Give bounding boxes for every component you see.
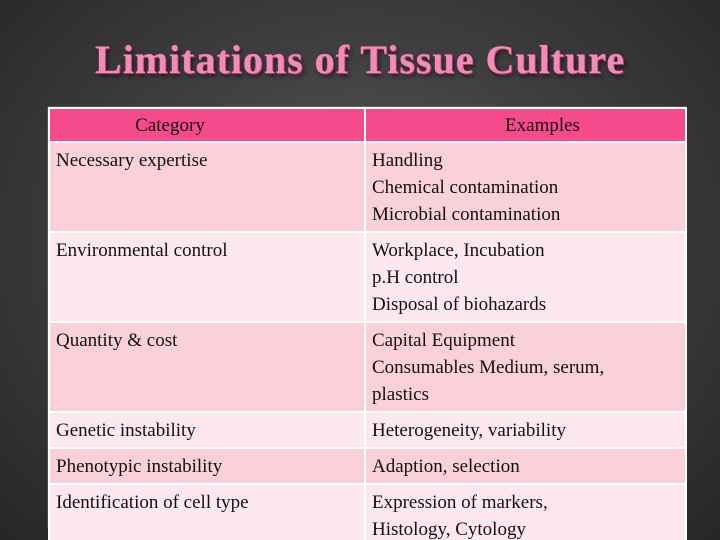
example-line: Consumables Medium, serum,: [372, 357, 605, 378]
examples-cell: Heterogeneity, variability: [364, 411, 687, 449]
category-cell: Quantity & cost: [48, 321, 366, 413]
table-row: Genetic instability Heterogeneity, varia…: [48, 411, 687, 449]
example-line: p.H control: [372, 267, 459, 288]
category-cell: Necessary expertise: [48, 141, 366, 233]
example-line: Disposal of biohazards: [372, 294, 547, 315]
table-row: Quantity & cost Capital Equipment Consum…: [48, 321, 687, 413]
header-category: Category: [48, 107, 366, 143]
examples-cell: Expression of markers, Histology, Cytolo…: [364, 483, 687, 540]
table-row: Phenotypic instability Adaption, selecti…: [48, 447, 687, 485]
example-line: plastics: [372, 384, 429, 405]
category-cell: Genetic instability: [48, 411, 366, 449]
examples-cell: Workplace, Incubation p.H control Dispos…: [364, 231, 687, 323]
header-examples: Examples: [364, 107, 687, 143]
examples-cell: Capital Equipment Consumables Medium, se…: [364, 321, 687, 413]
example-line: Chemical contamination: [372, 177, 559, 198]
category-cell: Identification of cell type: [48, 483, 366, 540]
example-line: Handling: [372, 150, 443, 171]
table: Category Examples Necessary expertise Ha…: [48, 107, 687, 540]
example-line: Expression of markers,: [372, 492, 548, 513]
example-line: Microbial contamination: [372, 204, 561, 225]
example-line: Histology, Cytology: [372, 519, 526, 540]
table-row: Identification of cell type Expression o…: [48, 483, 687, 540]
header-row: Category Examples: [48, 107, 687, 143]
examples-cell: Adaption, selection: [364, 447, 687, 485]
category-cell: Environmental control: [48, 231, 366, 323]
category-cell: Phenotypic instability: [48, 447, 366, 485]
slide-title: Limitations of Tissue Culture: [94, 37, 626, 82]
examples-cell: Handling Chemical contamination Microbia…: [364, 141, 687, 233]
limitations-table: Category Examples Necessary expertise Ha…: [48, 107, 687, 540]
example-line: Heterogeneity, variability: [372, 420, 566, 441]
table-row: Environmental control Workplace, Incubat…: [48, 231, 687, 323]
example-line: Adaption, selection: [372, 456, 520, 477]
example-line: Capital Equipment: [372, 330, 516, 351]
example-line: Workplace, Incubation: [372, 240, 545, 261]
table-row: Necessary expertise Handling Chemical co…: [48, 141, 687, 233]
